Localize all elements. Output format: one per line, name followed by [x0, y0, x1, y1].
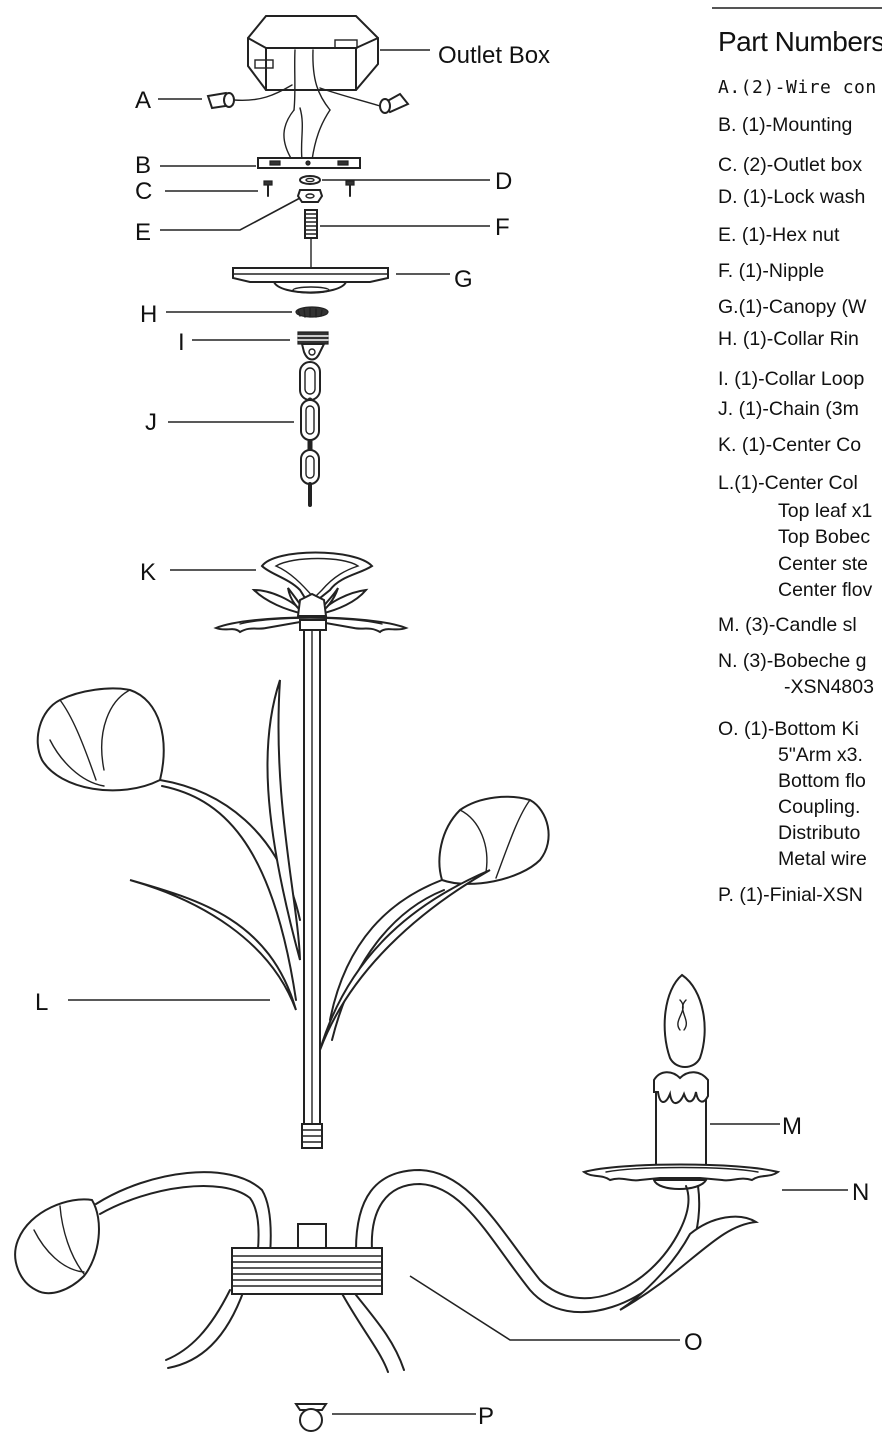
part-o-sub-item: 5"Arm x3. [778, 744, 863, 766]
parts-list-heading: Part Numbers [718, 26, 882, 57]
part-item-m: M. (3)-Candle sl [718, 614, 857, 636]
callout-f: F [495, 214, 510, 241]
callout-n: N [852, 1179, 869, 1206]
callout-c: C [135, 178, 152, 205]
part-l-sub-item: Top leaf x1 [778, 500, 873, 522]
callout-d: D [495, 168, 512, 195]
callout-p: P [478, 1403, 494, 1430]
outlet-box [247, 15, 379, 111]
finial-p [294, 1403, 328, 1432]
part-item-a: A.(2)-Wire con [718, 77, 877, 98]
part-n-sub-item: -XSN4803 [784, 676, 874, 698]
center-column-top-k [213, 551, 409, 634]
chain-j [299, 361, 321, 507]
part-o-sub-item: Metal wire [778, 848, 867, 870]
parts-list: Part Numbers A.(2)-Wire con B. (1)-Mount… [712, 0, 882, 960]
part-o-sub-item: Distributo [778, 822, 861, 844]
part-item-i: I. (1)-Collar Loop [718, 368, 865, 390]
collar-ring-h [295, 306, 329, 318]
hex-nut-e [296, 189, 324, 203]
callout-b: B [135, 152, 151, 179]
part-item-k: K. (1)-Center Co [718, 434, 862, 456]
candle-sleeve-m [653, 973, 709, 1169]
part-item-d: D. (1)-Lock wash [718, 186, 866, 208]
bobeche-n [581, 1163, 781, 1190]
part-item-g: G.(1)-Canopy (W [718, 296, 867, 318]
outlet-box-label: Outlet Box [438, 42, 550, 69]
part-item-n: N. (3)-Bobeche g [718, 650, 867, 672]
part-item-c: C. (2)-Outlet box [718, 154, 863, 176]
callout-m: M [782, 1113, 802, 1140]
part-l-sub-item: Center ste [778, 553, 868, 575]
wire-connector-a [206, 84, 410, 161]
part-o-sub-item: Coupling. [778, 796, 861, 818]
callout-k: K [140, 559, 156, 586]
callout-g: G [454, 266, 473, 293]
collar-loop-i [297, 331, 329, 361]
outlet-box-screws-c [263, 180, 355, 197]
parts-list-divider [712, 7, 882, 9]
callout-o: O [684, 1329, 703, 1356]
center-column-l [36, 629, 550, 1149]
part-o-sub-item: Bottom flo [778, 770, 866, 792]
part-item-h: H. (1)-Collar Rin [718, 328, 859, 350]
callout-e: E [135, 219, 151, 246]
callout-a: A [135, 87, 151, 114]
part-item-o: O. (1)-Bottom Ki [718, 718, 859, 740]
part-item-j: J. (1)-Chain (3m [718, 398, 859, 420]
part-item-p: P. (1)-Finial-XSN [718, 884, 863, 906]
canopy-g [232, 267, 389, 294]
mounting-strap-b [257, 157, 361, 169]
lock-washer-d [299, 175, 321, 185]
callout-j: J [145, 409, 157, 436]
nipple-f [304, 209, 318, 269]
part-l-sub-item: Top Bobec [778, 526, 871, 548]
part-item-b: B. (1)-Mounting [718, 114, 853, 136]
callout-i: I [178, 329, 185, 356]
part-l-sub-item: Center flov [778, 579, 873, 601]
callout-l: L [35, 989, 48, 1016]
part-item-f: F. (1)-Nipple [718, 260, 825, 282]
part-item-l: L.(1)-Center Col [718, 472, 858, 494]
bottom-kit-o [14, 1169, 760, 1373]
callout-h: H [140, 301, 157, 328]
part-item-e: E. (1)-Hex nut [718, 224, 840, 246]
